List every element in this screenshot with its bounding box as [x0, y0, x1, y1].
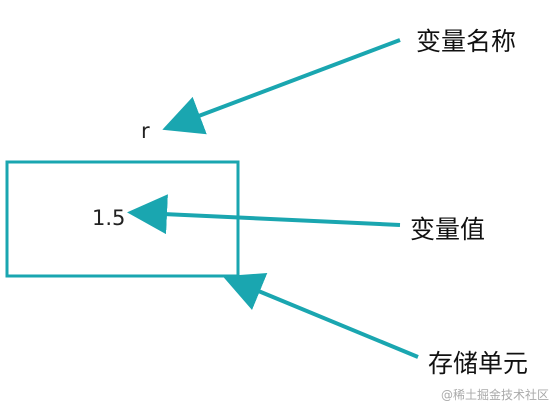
- arrow-to-storage-cell: [222, 273, 419, 359]
- arrow-to-variable-value: [127, 194, 401, 235]
- watermark-text: @稀土掘金技术社区: [441, 387, 549, 402]
- variable-value-text: 1.5: [92, 206, 125, 230]
- label-variable-value: 变量值: [410, 215, 485, 244]
- label-storage-cell: 存储单元: [428, 349, 528, 378]
- arrow-to-variable-name: [162, 38, 401, 135]
- variable-name-text: r: [141, 119, 150, 143]
- label-variable-name: 变量名称: [416, 27, 516, 56]
